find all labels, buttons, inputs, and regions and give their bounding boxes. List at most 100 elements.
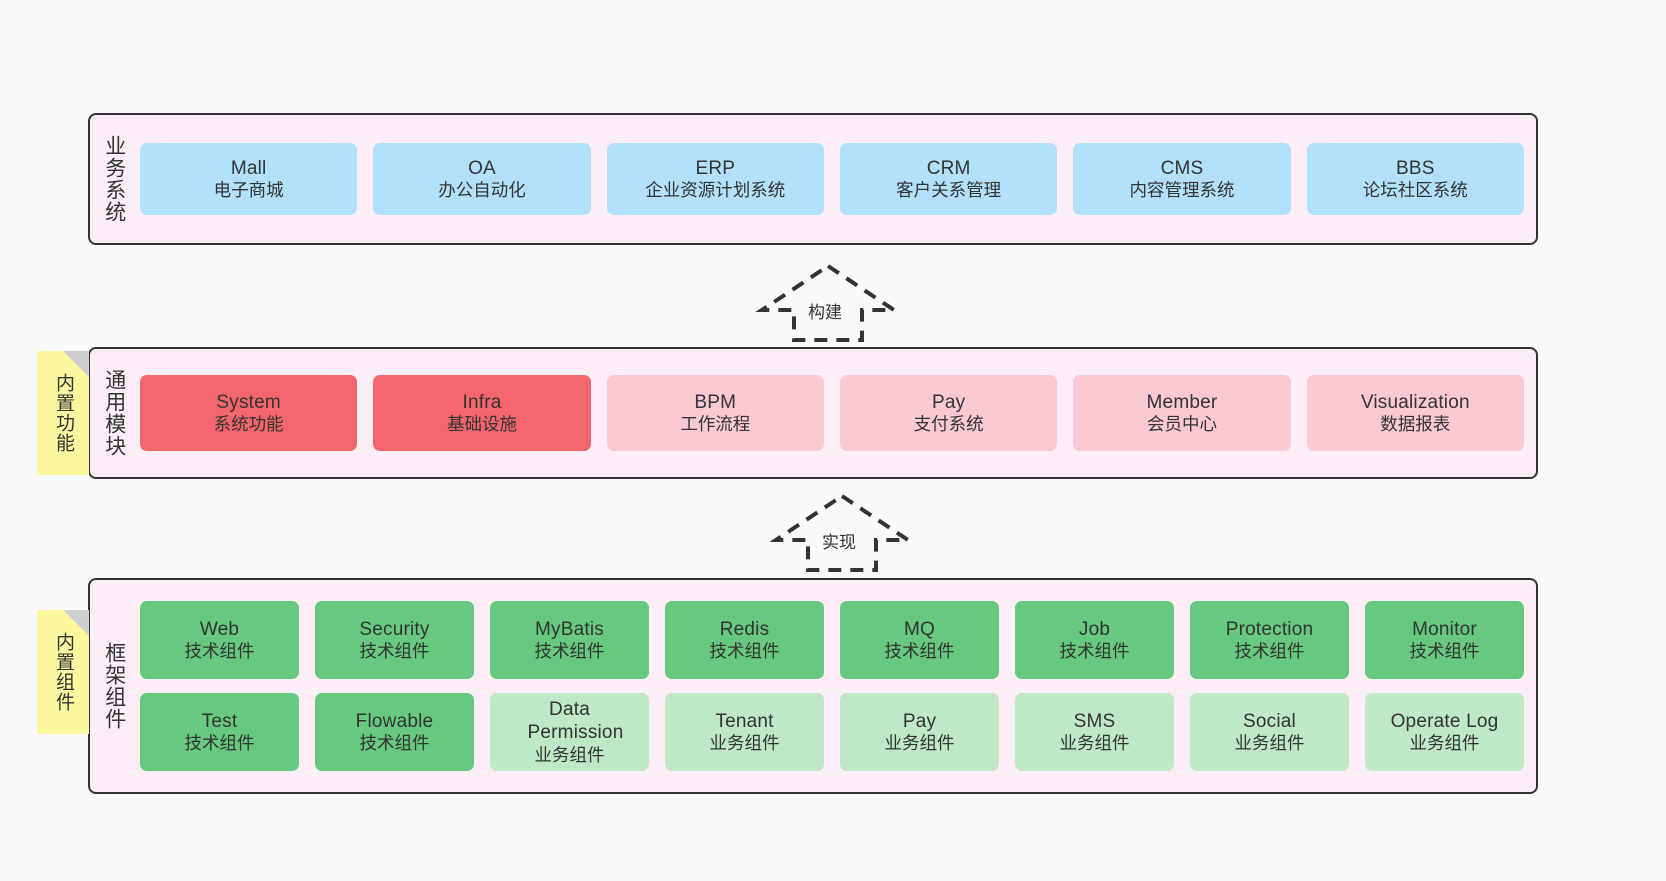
layer-title-common-module: 通用模块 xyxy=(102,369,126,457)
cell-pay-component[interactable]: Pay 业务组件 xyxy=(840,693,999,771)
cell-subtitle: 技术组件 xyxy=(709,640,780,661)
note-fold-icon xyxy=(63,610,89,636)
cell-data-permission[interactable]: Data Permission 业务组件 xyxy=(490,693,649,771)
cell-title: BBS xyxy=(1395,157,1435,179)
cell-title: System xyxy=(216,391,281,413)
cell-tenant[interactable]: Tenant 业务组件 xyxy=(665,693,824,771)
cell-title: Pay xyxy=(931,391,966,413)
cell-subtitle: 技术组件 xyxy=(184,732,255,753)
sticky-note-builtin-component: 内置组件 xyxy=(37,610,89,734)
layer-body-framework-component: Web 技术组件 Security 技术组件 MyBatis 技术组件 Redi… xyxy=(138,580,1536,792)
cell-title: CMS xyxy=(1160,157,1204,179)
cell-title: Job xyxy=(1078,618,1111,640)
cell-subtitle: 业务组件 xyxy=(534,744,605,765)
arrow-build-label: 构建 xyxy=(806,298,844,323)
cell-member[interactable]: Member 会员中心 xyxy=(1073,375,1291,451)
cell-mall[interactable]: Mall 电子商城 xyxy=(140,143,358,215)
cell-sms[interactable]: SMS 业务组件 xyxy=(1015,693,1174,771)
cell-subtitle: 技术组件 xyxy=(359,732,430,753)
cell-mq[interactable]: MQ 技术组件 xyxy=(840,601,999,679)
cell-subtitle: 客户关系管理 xyxy=(896,179,1002,200)
cell-flowable[interactable]: Flowable 技术组件 xyxy=(315,693,474,771)
cell-subtitle: 业务组件 xyxy=(1234,732,1305,753)
layer-row: System 系统功能 Infra 基础设施 BPM 工作流程 Pay 支付系统… xyxy=(140,375,1524,451)
cell-subtitle: 会员中心 xyxy=(1146,413,1217,434)
cell-redis[interactable]: Redis 技术组件 xyxy=(665,601,824,679)
cell-subtitle: 技术组件 xyxy=(1234,640,1305,661)
cell-title: Visualization xyxy=(1360,391,1470,413)
cell-title: Monitor xyxy=(1412,618,1477,640)
cell-title: Web xyxy=(199,618,240,640)
cell-social[interactable]: Social 业务组件 xyxy=(1190,693,1349,771)
cell-subtitle: 技术组件 xyxy=(359,640,430,661)
cell-title: Redis xyxy=(719,618,770,640)
layer-framework-component: 框架组件 Web 技术组件 Security 技术组件 MyBatis 技术组件… xyxy=(88,578,1538,794)
cell-subtitle: 支付系统 xyxy=(913,413,984,434)
arrow-build: 构建 xyxy=(755,262,901,344)
cell-subtitle: 技术组件 xyxy=(1059,640,1130,661)
layer-title-business-system: 业务系统 xyxy=(102,135,126,223)
cell-operate-log[interactable]: Operate Log 业务组件 xyxy=(1365,693,1524,771)
cell-title: MyBatis xyxy=(535,618,604,640)
cell-mybatis[interactable]: MyBatis 技术组件 xyxy=(490,601,649,679)
cell-subtitle: 数据报表 xyxy=(1380,413,1451,434)
sticky-note-label: 内置功能 xyxy=(53,373,75,453)
cell-title: BPM xyxy=(694,391,737,413)
cell-title: Flowable xyxy=(355,710,434,732)
cell-subtitle: 办公自动化 xyxy=(438,179,526,200)
cell-subtitle: 企业资源计划系统 xyxy=(645,179,786,200)
cell-title: SMS xyxy=(1073,710,1116,732)
layer-common-module: 通用模块 System 系统功能 Infra 基础设施 BPM 工作流程 Pay… xyxy=(88,347,1538,479)
cell-crm[interactable]: CRM 客户关系管理 xyxy=(839,143,1058,215)
cell-subtitle: 电子商城 xyxy=(213,179,284,200)
cell-monitor[interactable]: Monitor 技术组件 xyxy=(1365,601,1524,679)
cell-title: Member xyxy=(1146,391,1218,413)
cell-web[interactable]: Web 技术组件 xyxy=(140,601,299,679)
cell-title: CRM xyxy=(926,157,971,179)
cell-subtitle: 业务组件 xyxy=(1409,732,1480,753)
cell-title: Operate Log xyxy=(1390,710,1499,732)
cell-title: Tenant xyxy=(715,710,774,732)
cell-security[interactable]: Security 技术组件 xyxy=(315,601,474,679)
cell-subtitle: 工作流程 xyxy=(680,413,751,434)
cell-subtitle: 基础设施 xyxy=(446,413,517,434)
cell-title: Security xyxy=(359,618,430,640)
layer-body-business-system: Mall 电子商城 OA 办公自动化 ERP 企业资源计划系统 CRM 客户关系… xyxy=(138,115,1536,243)
cell-title: Data Permission xyxy=(527,699,624,744)
layer-row: Test 技术组件 Flowable 技术组件 Data Permission … xyxy=(140,693,1524,771)
cell-visualization[interactable]: Visualization 数据报表 xyxy=(1306,375,1524,451)
cell-bbs[interactable]: BBS 论坛社区系统 xyxy=(1306,143,1524,215)
cell-title: Protection xyxy=(1225,618,1314,640)
layer-title-framework-component: 框架组件 xyxy=(102,642,126,730)
cell-title: Infra xyxy=(462,391,502,413)
cell-title: MQ xyxy=(903,618,935,640)
cell-infra[interactable]: Infra 基础设施 xyxy=(373,375,591,451)
sticky-note-builtin-function: 内置功能 xyxy=(37,351,89,475)
cell-title: Test xyxy=(201,710,238,732)
note-fold-icon xyxy=(63,351,89,377)
cell-cms[interactable]: CMS 内容管理系统 xyxy=(1073,143,1291,215)
cell-title: Mall xyxy=(230,157,267,179)
cell-oa[interactable]: OA 办公自动化 xyxy=(373,143,591,215)
cell-system[interactable]: System 系统功能 xyxy=(140,375,358,451)
cell-subtitle: 系统功能 xyxy=(213,413,284,434)
cell-job[interactable]: Job 技术组件 xyxy=(1015,601,1174,679)
arrow-implement: 实现 xyxy=(769,492,915,574)
cell-title: Social xyxy=(1243,710,1296,732)
layer-business-system: 业务系统 Mall 电子商城 OA 办公自动化 ERP 企业资源计划系统 CRM… xyxy=(88,113,1538,245)
cell-test[interactable]: Test 技术组件 xyxy=(140,693,299,771)
cell-pay[interactable]: Pay 支付系统 xyxy=(839,375,1058,451)
sticky-note-label: 内置组件 xyxy=(53,632,75,712)
cell-subtitle: 论坛社区系统 xyxy=(1362,179,1468,200)
layer-row: Mall 电子商城 OA 办公自动化 ERP 企业资源计划系统 CRM 客户关系… xyxy=(140,143,1524,215)
cell-title: ERP xyxy=(695,157,736,179)
arrow-implement-label: 实现 xyxy=(820,528,858,553)
cell-subtitle: 技术组件 xyxy=(884,640,955,661)
cell-erp[interactable]: ERP 企业资源计划系统 xyxy=(606,143,824,215)
cell-subtitle: 业务组件 xyxy=(709,732,780,753)
layer-row: Web 技术组件 Security 技术组件 MyBatis 技术组件 Redi… xyxy=(140,601,1524,679)
cell-bpm[interactable]: BPM 工作流程 xyxy=(606,375,824,451)
cell-protection[interactable]: Protection 技术组件 xyxy=(1190,601,1349,679)
cell-title: OA xyxy=(468,157,496,179)
